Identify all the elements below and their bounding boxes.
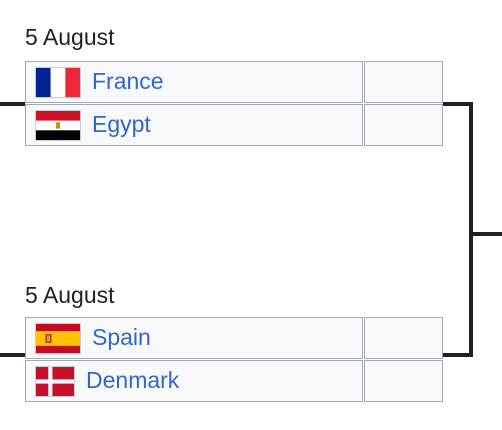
france-flag-icon[interactable] xyxy=(35,67,81,98)
bracket-line-right-top xyxy=(443,102,473,106)
team-link-france[interactable]: France xyxy=(92,68,164,94)
team-row: France xyxy=(25,61,443,103)
score-cell xyxy=(364,317,443,359)
match-box: France Egypt xyxy=(25,61,443,147)
score-cell xyxy=(364,360,443,402)
score-cell xyxy=(364,104,443,146)
team-row: Spain xyxy=(25,317,443,359)
match-date: 5 August xyxy=(25,282,115,308)
bracket-line-out xyxy=(469,232,502,236)
spain-flag-icon[interactable] xyxy=(35,323,81,354)
team-cell: Egypt xyxy=(25,104,363,146)
bracket-line-left-bottom xyxy=(0,353,25,357)
team-cell: Denmark xyxy=(25,360,363,402)
bracket-line-vertical xyxy=(469,102,473,357)
bracket-line-right-bottom xyxy=(443,353,473,357)
team-row: Denmark xyxy=(25,360,443,402)
team-link-spain[interactable]: Spain xyxy=(92,324,151,350)
team-cell: France xyxy=(25,61,363,103)
score-cell xyxy=(364,61,443,103)
match-date: 5 August xyxy=(25,24,115,50)
bracket-line-left-top xyxy=(0,102,25,106)
match-box: Spain Denmark xyxy=(25,317,443,403)
team-row: Egypt xyxy=(25,104,443,146)
team-link-denmark[interactable]: Denmark xyxy=(86,367,180,393)
team-cell: Spain xyxy=(25,317,363,359)
egypt-flag-icon[interactable] xyxy=(35,110,81,141)
team-link-egypt[interactable]: Egypt xyxy=(92,111,151,137)
denmark-flag-icon[interactable] xyxy=(35,366,75,397)
